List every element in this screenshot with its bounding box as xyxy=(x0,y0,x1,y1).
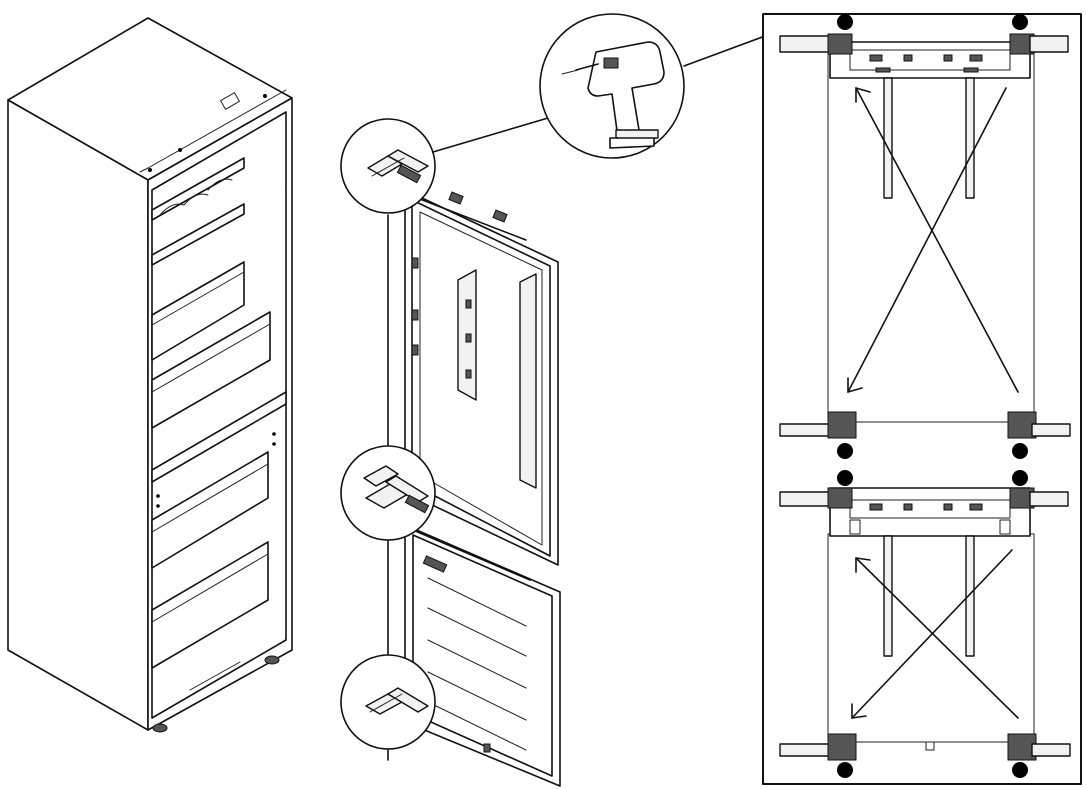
upper-door xyxy=(404,189,559,566)
top-hinge-callout xyxy=(340,118,436,214)
diagonal-check-panel xyxy=(762,13,1082,785)
arrow-icon xyxy=(847,377,863,393)
panel-leader-line xyxy=(683,35,766,67)
arrow-icon xyxy=(851,703,867,719)
reference-dot xyxy=(837,470,853,486)
upper-frame xyxy=(779,33,1071,439)
middle-hinge-callout xyxy=(340,445,436,541)
lower-door xyxy=(404,524,561,787)
bottom-hinge-callout xyxy=(340,654,436,750)
reference-dot xyxy=(837,14,853,30)
reference-dot xyxy=(837,443,853,459)
refrigerator-cabinet xyxy=(7,17,293,733)
reference-dot xyxy=(1012,14,1028,30)
drill-icon xyxy=(539,13,685,159)
arrow-icon xyxy=(855,87,871,103)
reference-dot xyxy=(1012,443,1028,459)
reference-dot xyxy=(1012,762,1028,778)
lower-frame xyxy=(779,487,1071,761)
drill-leader-line xyxy=(432,117,549,153)
arrow-icon xyxy=(855,557,871,573)
reference-dot xyxy=(837,762,853,778)
reference-dot xyxy=(1012,470,1028,486)
